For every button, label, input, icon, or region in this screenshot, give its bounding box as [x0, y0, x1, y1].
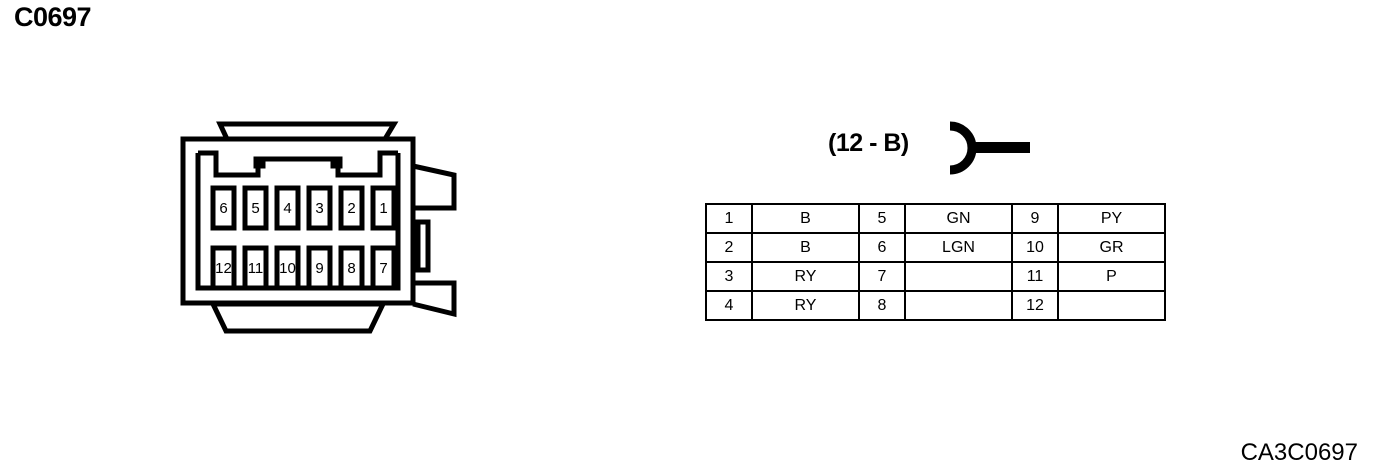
pin-circuit-cell — [1057, 290, 1166, 321]
pin-number-cell: 12 — [1011, 290, 1059, 321]
pin-circuit-cell — [904, 261, 1013, 292]
pin-circuit-table: 1 B 5 GN 9 PY 2 B 6 LGN 10 GR 3 RY 7 11 — [705, 203, 1166, 321]
connector-tab-upper — [412, 163, 457, 211]
pin-cavity-9[interactable] — [306, 245, 333, 291]
pin-circuit-cell — [904, 290, 1013, 321]
pin-circuit-cell: B — [751, 203, 860, 234]
pin-number-cell: 1 — [705, 203, 753, 234]
table-row: 3 RY 7 11 P — [705, 261, 1166, 292]
pin-circuit-cell: RY — [751, 290, 860, 321]
terminal-code-label: (12 - B) — [828, 129, 909, 157]
pin-cavity-label-10: 10 — [279, 260, 296, 277]
pin-cavity-8[interactable] — [338, 245, 365, 291]
pin-number-cell: 7 — [858, 261, 906, 292]
pin-cavity-1[interactable] — [370, 185, 397, 231]
pin-number-cell: 6 — [858, 232, 906, 263]
pin-number-cell: 9 — [1011, 203, 1059, 234]
pin-number-cell: 3 — [705, 261, 753, 292]
pin-circuit-cell: RY — [751, 261, 860, 292]
pin-cavity-label-2: 2 — [347, 200, 355, 217]
latch-nib-right — [330, 156, 343, 169]
pin-cavity-6[interactable] — [210, 185, 237, 231]
connector-face-diagram: 6 5 4 3 2 1 12 11 10 9 8 7 — [170, 118, 490, 343]
pin-cavity-label-7: 7 — [379, 260, 387, 277]
pin-circuit-cell: PY — [1057, 203, 1166, 234]
pin-cavity-11[interactable] — [242, 245, 269, 291]
pin-cavity-7[interactable] — [370, 245, 397, 291]
pin-cavity-label-6: 6 — [219, 200, 227, 217]
pin-cavity-10[interactable] — [274, 245, 301, 291]
pin-cavity-label-4: 4 — [283, 200, 291, 217]
connector-latch-recess — [198, 150, 398, 178]
terminal-legend: (12 - B) — [828, 118, 1048, 178]
pin-cavity-label-8: 8 — [347, 260, 355, 277]
pin-cavity-4[interactable] — [274, 185, 301, 231]
pin-circuit-table-body: 1 B 5 GN 9 PY 2 B 6 LGN 10 GR 3 RY 7 11 — [705, 203, 1166, 321]
connector-svg: 6 5 4 3 2 1 12 11 10 9 8 7 — [180, 121, 457, 334]
pin-number-cell: 8 — [858, 290, 906, 321]
pin-cavity-12[interactable] — [210, 245, 237, 291]
pin-cavity-label-9: 9 — [315, 260, 323, 277]
table-row: 4 RY 8 12 — [705, 290, 1166, 321]
pin-cavity-label-3: 3 — [315, 200, 323, 217]
pin-circuit-cell: P — [1057, 261, 1166, 292]
table-row: 2 B 6 LGN 10 GR — [705, 232, 1166, 263]
pin-circuit-cell: GR — [1057, 232, 1166, 263]
connector-bottom-foot — [209, 301, 387, 334]
connector-side-slot — [415, 219, 431, 273]
pin-cavity-3[interactable] — [306, 185, 333, 231]
table-row: 1 B 5 GN 9 PY — [705, 203, 1166, 234]
pin-cavity-label-1: 1 — [379, 200, 387, 217]
pin-circuit-cell: B — [751, 232, 860, 263]
pin-circuit-cell: LGN — [904, 232, 1013, 263]
pin-cavity-label-11: 11 — [248, 260, 264, 277]
footer-code: CA3C0697 — [1240, 439, 1358, 466]
pin-circuit-table-wrapper: 1 B 5 GN 9 PY 2 B 6 LGN 10 GR 3 RY 7 11 — [705, 203, 1166, 321]
connector-tab-lower — [412, 280, 457, 318]
pin-number-cell: 11 — [1011, 261, 1059, 292]
pin-number-cell: 5 — [858, 203, 906, 234]
pin-cavity-label-12: 12 — [215, 260, 232, 277]
pin-cavity-label-5: 5 — [251, 200, 259, 217]
pin-number-cell: 10 — [1011, 232, 1059, 263]
page-title: C0697 — [14, 2, 92, 32]
pin-cavity-2[interactable] — [338, 185, 365, 231]
latch-nib-left — [253, 156, 266, 169]
pin-number-cell: 2 — [705, 232, 753, 263]
female-terminal-symbol — [949, 121, 1030, 175]
pin-cavity-5[interactable] — [242, 185, 269, 231]
pin-circuit-cell: GN — [904, 203, 1013, 234]
pin-number-cell: 4 — [705, 290, 753, 321]
